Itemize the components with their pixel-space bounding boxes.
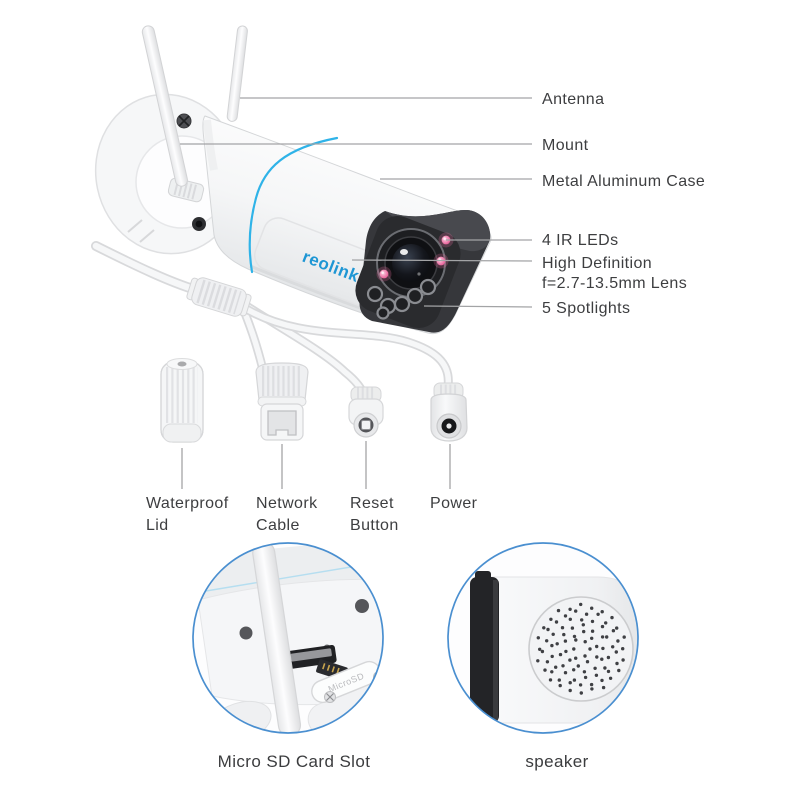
callout-ir-leds: 4 IR LEDs (542, 232, 619, 249)
label-reset-button: Reset Button (350, 495, 399, 534)
callout-mount: Mount (542, 137, 589, 154)
callout-lens-line2: f=2.7-13.5mm Lens (542, 275, 688, 292)
mount-ridges (127, 219, 155, 243)
speaker-front-bezel (470, 571, 499, 723)
power-connector (430, 382, 468, 442)
antenna-left (141, 25, 188, 187)
inset-microsd: MicroSD (192, 542, 384, 734)
inset-circle-microsd (192, 542, 384, 734)
spotlights (366, 278, 437, 320)
caption-micro-sd-card-slot: Micro SD Card Slot (217, 752, 371, 771)
accent-line (248, 136, 339, 274)
callout-spotlights: 5 Spotlights (542, 300, 631, 317)
sd-antenna-rod (252, 543, 302, 733)
callout-metal-aluminum-case: Metal Aluminum Case (542, 173, 706, 190)
label-waterproof-lid: Waterproof Lid (146, 495, 229, 534)
ir-leds (376, 232, 454, 282)
inset-speaker (447, 542, 639, 734)
mount-screw-bottom (192, 217, 206, 231)
antenna-right (226, 25, 248, 122)
callout-lens-line1: High Definition (542, 255, 653, 272)
label-power: Power (430, 495, 478, 512)
leader-lines (180, 97, 533, 489)
rj45-socket (267, 410, 297, 436)
leader-lens (351, 259, 533, 262)
callout-antenna: Antenna (542, 91, 605, 108)
label-network-cable: Network Cable (256, 495, 318, 534)
caption-speaker: speaker (525, 752, 589, 771)
camera-cable (91, 241, 453, 398)
reset-button-connector (348, 386, 384, 438)
waterproof-lid-connector (160, 358, 204, 443)
network-cable-connector (255, 362, 309, 441)
leader-spotlights (423, 305, 533, 308)
sd-body-screw (355, 599, 369, 613)
speaker-grille-holes (536, 602, 626, 695)
callout-lens: High Definition f=2.7-13.5mm Lens (542, 254, 687, 294)
cable-gland (186, 277, 252, 317)
mount-screw-top (176, 113, 192, 129)
sd-body-screw (239, 626, 253, 640)
inset-circle-speaker (447, 542, 639, 734)
camera-front (355, 209, 491, 333)
